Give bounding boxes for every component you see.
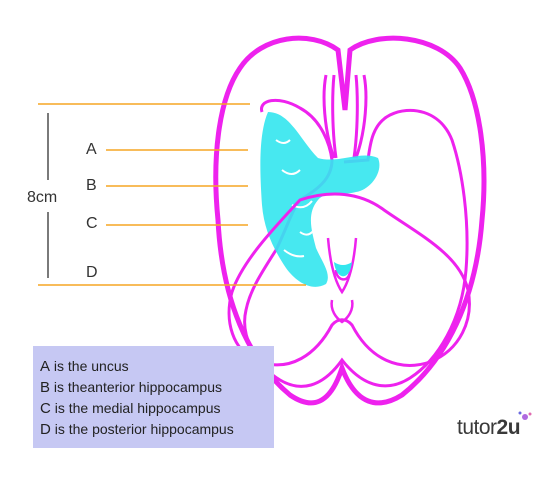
legend-letter: B: [40, 379, 51, 396]
legend-text: is theanterior hippocampus: [50, 379, 223, 395]
measurement-label: 8cm: [27, 189, 58, 206]
legend-item: C is the medial hippocampus: [40, 398, 274, 419]
legend-text: is the medial hippocampus: [50, 400, 221, 416]
legend-item: A is the uncus: [40, 356, 274, 377]
cerebellum-outline: [227, 192, 471, 367]
tutor2u-logo: tutor2u: [457, 416, 521, 440]
legend-text: is the uncus: [50, 358, 129, 374]
logo-prefix: tutor: [457, 416, 497, 439]
legend-text: is the posterior hippocampus: [50, 421, 234, 437]
brain-outer-outline: [213, 35, 487, 406]
olfactory-tract-right: [352, 74, 368, 159]
legend-letter: C: [40, 400, 51, 417]
brainstem-outline: [326, 237, 358, 295]
legend-item: B is theanterior hippocampus: [40, 377, 274, 398]
logo-suffix: 2u: [496, 416, 521, 439]
hippocampus-texture: [275, 139, 315, 258]
level-d-label: D: [86, 264, 98, 281]
level-b-label: B: [86, 177, 97, 194]
level-c-label: C: [86, 215, 98, 232]
hippocampus-region: [260, 112, 380, 287]
brainstem-hippocampus-tint: [334, 262, 352, 277]
cerebellar-vermis: [330, 299, 354, 324]
logo-sparkle-icon: [518, 411, 532, 420]
legend-letter: D: [40, 421, 51, 438]
level-a-label: A: [86, 141, 97, 158]
legend-item: D is the posterior hippocampus: [40, 419, 274, 440]
legend-letter: A: [40, 358, 51, 375]
legend-box: A is the uncus B is theanterior hippocam…: [33, 346, 274, 448]
olfactory-tract-left: [322, 74, 338, 159]
